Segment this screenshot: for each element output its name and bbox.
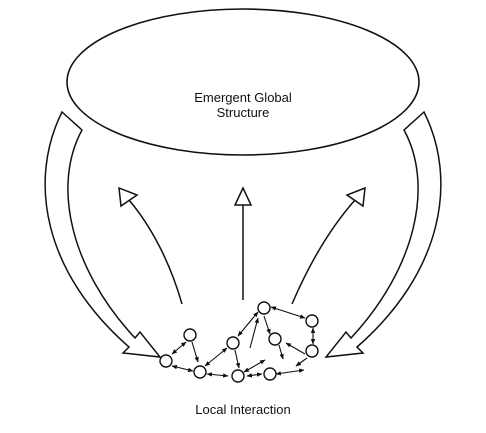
link xyxy=(237,311,259,337)
emergence-arrow-left xyxy=(118,186,183,305)
link xyxy=(249,317,259,349)
agent-node xyxy=(159,354,173,368)
link xyxy=(278,344,284,360)
emergence-arrow-center xyxy=(233,186,253,300)
left-feedback-arrow xyxy=(44,110,162,358)
link xyxy=(204,347,228,367)
global-structure-ellipse xyxy=(66,8,420,156)
agent-node xyxy=(263,367,277,381)
agent-node xyxy=(183,328,197,342)
link xyxy=(285,342,306,355)
local-interaction-label: Local Interaction xyxy=(195,402,291,417)
link xyxy=(295,357,308,367)
link xyxy=(270,306,306,319)
agent-node xyxy=(226,336,240,350)
link xyxy=(171,341,187,355)
agent-node xyxy=(268,332,282,346)
link xyxy=(263,315,271,335)
agent-node xyxy=(231,369,245,383)
agent-node xyxy=(305,344,319,358)
agent-node xyxy=(257,301,271,315)
global-structure-label: Emergent Global Structure xyxy=(163,90,323,120)
link xyxy=(171,365,194,372)
agents xyxy=(159,301,319,383)
link xyxy=(246,372,263,378)
link xyxy=(206,372,229,378)
emergence-arrow-right xyxy=(291,186,366,305)
link xyxy=(191,341,199,363)
global-structure-line2: Structure xyxy=(216,105,270,120)
link xyxy=(234,349,241,369)
right-feedback-arrow xyxy=(324,110,442,358)
interaction-links xyxy=(171,306,316,378)
global-structure-line1: Emergent Global xyxy=(194,90,292,105)
link xyxy=(275,368,305,376)
agent-node xyxy=(193,365,207,379)
link xyxy=(243,359,266,373)
agent-node xyxy=(305,314,319,328)
